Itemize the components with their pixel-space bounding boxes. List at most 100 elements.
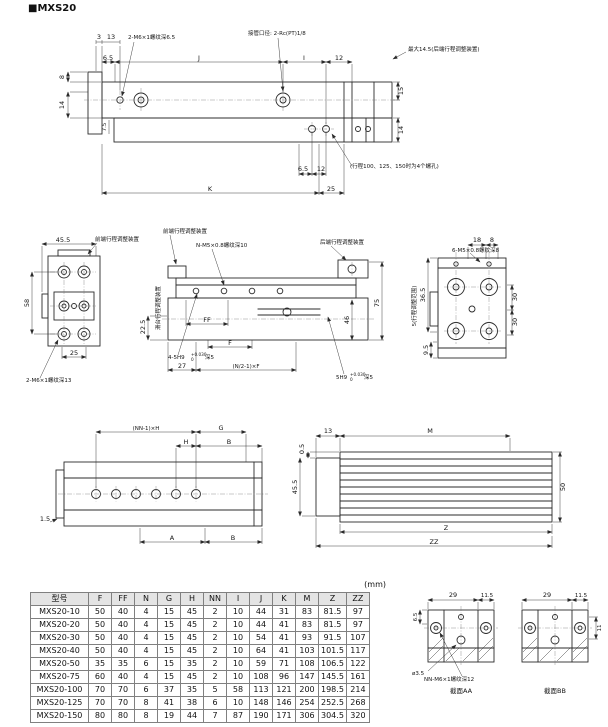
unit-note: (mm) bbox=[364, 580, 386, 589]
dim-label-7-5: 7.5 bbox=[102, 122, 108, 131]
note-adjust-range: 5(行程调整范围) bbox=[410, 286, 418, 327]
dim-cell: 87 bbox=[226, 709, 250, 723]
dim-label-45-5: 45.5 bbox=[56, 236, 70, 244]
side-view: 前端行程调整装置 N-M5×0.8螺纹深10 后端行程调整装置 22.5 滑台行… bbox=[139, 227, 384, 382]
column-header: M bbox=[295, 592, 319, 606]
model-cell: MXS20-75 bbox=[30, 670, 89, 684]
dim-cell: 2 bbox=[203, 618, 227, 632]
dim-cell: 101.5 bbox=[318, 644, 347, 658]
side-view-centerlines bbox=[162, 262, 374, 320]
note-slide-adjuster: 滑台行程调整装置 bbox=[154, 286, 162, 331]
dim-label-nn-pitch: (NN-1)×H bbox=[133, 426, 160, 432]
dim-cell: 15 bbox=[157, 670, 181, 684]
top-view: 3 13 2-M6×1螺纹深6.5 接管口径: 2-Rc(PT)1/8 最大14… bbox=[58, 29, 480, 195]
dim-cell: 35 bbox=[88, 657, 112, 671]
column-header: F bbox=[88, 592, 112, 606]
dim-label-11: 11 bbox=[597, 625, 603, 632]
dim-cell: 106.5 bbox=[318, 657, 347, 671]
dim-cell: 71 bbox=[272, 657, 296, 671]
dim-label-J: J bbox=[197, 54, 200, 62]
dim-cell: 97 bbox=[345, 605, 370, 619]
column-header: N bbox=[134, 592, 158, 606]
rear-view-outline bbox=[429, 257, 507, 359]
dim-cell: 70 bbox=[111, 696, 135, 710]
dim-cell: 254 bbox=[295, 696, 319, 710]
dim-cell: 6 bbox=[134, 657, 158, 671]
dim-cell: 148 bbox=[249, 696, 273, 710]
dim-label-30-upper: 30 bbox=[511, 293, 519, 301]
dim-cell: 45 bbox=[180, 605, 204, 619]
dim-label-22-5: 22.5 bbox=[139, 320, 147, 334]
bottom-view-labels: (NN-1)×H G H B 1.5 A B bbox=[40, 424, 235, 542]
note-thread-m6: 2-M6×1螺纹深13 bbox=[26, 376, 72, 384]
dim-cell: 4 bbox=[134, 605, 158, 619]
front-view-centerlines bbox=[50, 262, 96, 344]
note-counterbore-suffix: 深5 bbox=[205, 353, 215, 361]
dim-label-H: H bbox=[184, 438, 189, 446]
dim-cell: 96 bbox=[272, 670, 296, 684]
dim-label-25: 25 bbox=[327, 185, 335, 193]
dim-cell: 83 bbox=[295, 618, 319, 632]
dim-cell: 4 bbox=[134, 670, 158, 684]
dim-label-29: 29 bbox=[543, 591, 551, 599]
section-aa: 29 11.5 6.5 ø3.5 NN-M6×1螺纹深12 截面AA bbox=[412, 591, 498, 695]
dim-label-A: A bbox=[170, 534, 175, 542]
dim-cell: 10 bbox=[226, 605, 250, 619]
dim-cell: 38 bbox=[180, 696, 204, 710]
dim-cell: 44 bbox=[180, 709, 204, 723]
dim-cell: 44 bbox=[249, 618, 273, 632]
dim-cell: 8 bbox=[134, 696, 158, 710]
dim-label-11-5: 11.5 bbox=[575, 593, 588, 599]
dim-cell: 6 bbox=[203, 696, 227, 710]
dim-cell: 10 bbox=[226, 618, 250, 632]
section-bb-dimensions bbox=[521, 598, 598, 640]
dim-cell: 4 bbox=[134, 631, 158, 645]
dim-cell: 80 bbox=[111, 709, 135, 723]
dim-label-46: 46 bbox=[343, 316, 351, 324]
model-cell: MXS20-40 bbox=[30, 644, 89, 658]
section-aa-dimensions bbox=[418, 598, 495, 677]
bottom-view-dimensions bbox=[49, 430, 263, 544]
dim-cell: 81.5 bbox=[318, 618, 347, 632]
dim-cell: 147 bbox=[295, 670, 319, 684]
dim-cell: 2 bbox=[203, 605, 227, 619]
dim-label-15: 15 bbox=[397, 87, 405, 95]
note-key: 5H9 bbox=[336, 375, 348, 381]
side-view-outline bbox=[167, 259, 369, 341]
column-header: K bbox=[272, 592, 296, 606]
dim-label-I: I bbox=[303, 54, 305, 62]
front-view-dimensions bbox=[30, 242, 98, 379]
dim-cell: 50 bbox=[88, 644, 112, 658]
section-bb-labels: 29 11.5 11 截面BB bbox=[543, 591, 603, 695]
dim-cell: 10 bbox=[226, 657, 250, 671]
note-counterbore: 4-5H9 bbox=[168, 355, 185, 361]
dim-cell: 50 bbox=[88, 618, 112, 632]
section-bb-caption: 截面BB bbox=[544, 686, 566, 695]
section-aa-caption: 截面AA bbox=[450, 686, 473, 695]
dim-label-9-5: 9.5 bbox=[422, 345, 430, 355]
dim-cell: 5 bbox=[203, 683, 227, 697]
dim-cell: 40 bbox=[111, 631, 135, 645]
dim-label-6-5-bottom: 6.5 bbox=[298, 165, 308, 173]
dim-label-12-bottom: 12 bbox=[317, 165, 325, 173]
dim-label-75: 75 bbox=[373, 299, 381, 307]
dim-label-14-right: 14 bbox=[397, 126, 405, 134]
top-view-dimensions bbox=[66, 37, 407, 195]
dim-cell: 45 bbox=[180, 631, 204, 645]
top-view-centerlines bbox=[84, 88, 400, 136]
dim-cell: 306 bbox=[295, 709, 319, 723]
dim-label-12: 12 bbox=[335, 54, 343, 62]
section-bb-centerlines bbox=[518, 606, 592, 666]
dim-cell: 304.5 bbox=[318, 709, 347, 723]
dim-label-25: 25 bbox=[70, 349, 78, 357]
dim-cell: 97 bbox=[345, 618, 370, 632]
dim-cell: 70 bbox=[111, 683, 135, 697]
dim-cell: 161 bbox=[345, 670, 370, 684]
profile-view-labels: 13 M 0.5 45.5 50 Z ZZ bbox=[291, 427, 567, 546]
dim-cell: 190 bbox=[249, 709, 273, 723]
